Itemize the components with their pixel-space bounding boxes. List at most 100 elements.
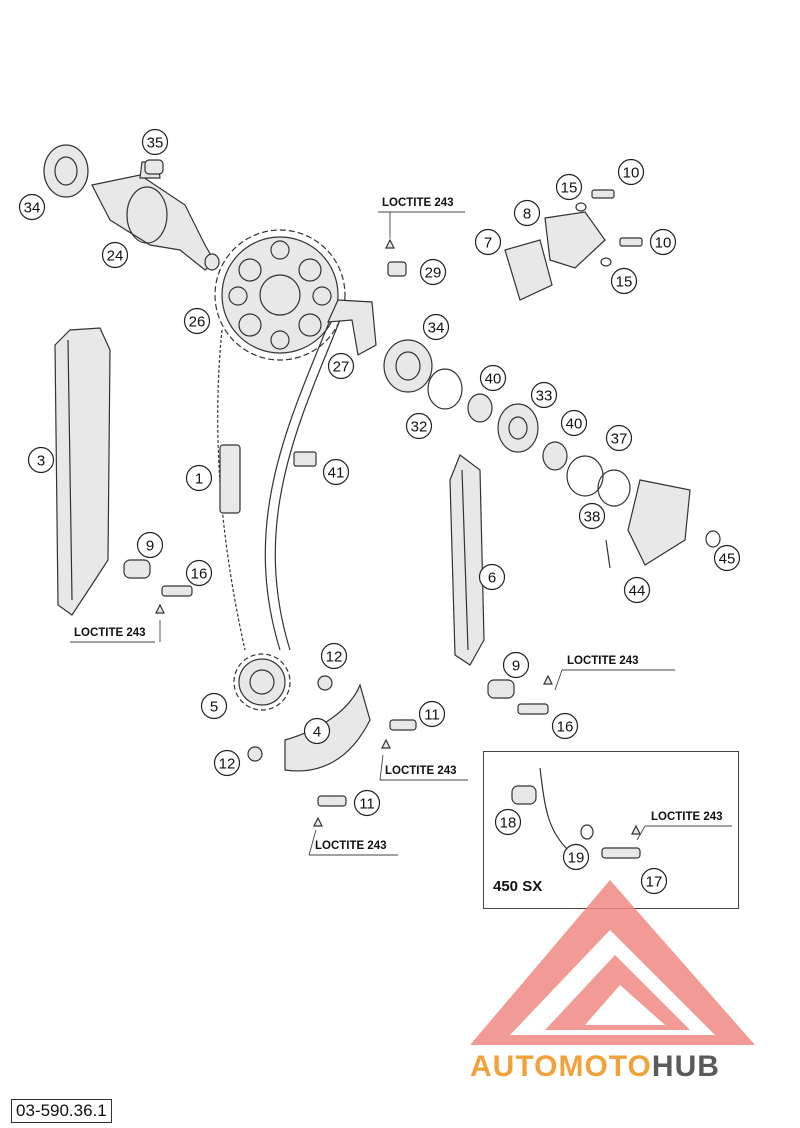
callout-number: 9 (512, 658, 520, 675)
loctite-leader-lines (70, 211, 732, 856)
callout-15: 15 (555, 173, 583, 201)
callout-circle (605, 424, 633, 452)
callout-12: 12 (213, 749, 241, 777)
callout-number: 38 (584, 509, 601, 526)
callout-circle (320, 642, 348, 670)
callout-number: 12 (219, 756, 236, 773)
callout-circle (560, 409, 588, 437)
callout-number: 32 (411, 419, 428, 436)
callout-number: 11 (359, 796, 375, 813)
variant-label: 450 SX (493, 878, 543, 895)
callout-38: 38 (578, 502, 606, 530)
callout-number: 26 (189, 314, 206, 331)
callout-45: 45 (713, 544, 741, 572)
callout-number: 44 (629, 583, 646, 600)
callout-number: 6 (488, 570, 496, 587)
callout-16: 16 (185, 559, 213, 587)
callout-37: 37 (605, 424, 633, 452)
callout-number: 9 (146, 538, 154, 555)
callout-circle (649, 228, 677, 256)
callout-1: 1 (185, 464, 213, 492)
callout-circle (327, 352, 355, 380)
callout-circle (136, 531, 164, 559)
callout-number: 45 (719, 551, 736, 568)
callout-44: 44 (623, 576, 651, 604)
callout-number: 33 (536, 388, 553, 405)
callout-number: 12 (326, 649, 343, 666)
callout-9: 9 (136, 531, 164, 559)
callout-circle (478, 563, 506, 591)
callout-circle (185, 559, 213, 587)
callout-10: 10 (617, 158, 645, 186)
callout-circle (101, 241, 129, 269)
callout-number: 11 (424, 707, 440, 724)
callout-6: 6 (478, 563, 506, 591)
loctite-label: LOCTITE 243 (315, 840, 387, 852)
callout-circle (623, 576, 651, 604)
callout-circle (141, 128, 169, 156)
loctite-label: LOCTITE 243 (567, 655, 639, 667)
callout-number: 34 (24, 200, 41, 217)
callout-circle (551, 712, 579, 740)
callout-number: 4 (313, 724, 321, 741)
callout-number: 35 (147, 135, 164, 152)
callout-29: 29 (419, 258, 447, 286)
watermark-logo (470, 880, 755, 1045)
document-id: 03-590.36.1 (11, 1099, 112, 1123)
callout-5: 5 (200, 692, 228, 720)
callout-9: 9 (502, 651, 530, 679)
camshaft-part (43, 144, 220, 271)
loctite-label: LOCTITE 243 (385, 765, 457, 777)
callout-12: 12 (320, 642, 348, 670)
callout-circle (555, 173, 583, 201)
callout-15: 15 (610, 267, 638, 295)
callout-circle (530, 381, 558, 409)
callout-4: 4 (303, 717, 331, 745)
timing-chain-part (217, 319, 341, 651)
callout-circle (578, 502, 606, 530)
callout-24: 24 (101, 241, 129, 269)
callout-circle (419, 258, 447, 286)
callout-number: 40 (485, 371, 502, 388)
callout-number: 15 (561, 180, 578, 197)
callout-34: 34 (422, 313, 450, 341)
callout-number: 24 (107, 248, 124, 265)
callout-number: 29 (425, 265, 442, 282)
callout-18: 18 (494, 808, 522, 836)
callout-circle (303, 717, 331, 745)
loctite-drops (155, 238, 641, 835)
callout-number: 10 (623, 165, 640, 182)
callout-27: 27 (327, 352, 355, 380)
callout-circle (353, 789, 381, 817)
callout-11: 11 (418, 700, 446, 728)
callout-number: 17 (646, 874, 663, 891)
callout-16: 16 (551, 712, 579, 740)
callout-number: 34 (428, 320, 445, 337)
callout-41: 41 (322, 458, 350, 486)
callout-circle (18, 193, 46, 221)
callout-number: 19 (568, 850, 585, 867)
callout-17: 17 (640, 867, 668, 895)
loctite-label: LOCTITE 243 (382, 197, 454, 209)
callout-circle (27, 446, 55, 474)
callout-circle (200, 692, 228, 720)
callout-number: 10 (655, 235, 672, 252)
callout-circle (713, 544, 741, 572)
callout-number: 15 (616, 274, 633, 291)
callout-number: 5 (210, 699, 218, 716)
tensioner-rail-part (449, 454, 485, 666)
tensioner-assembly (504, 189, 643, 301)
callout-circle (185, 464, 213, 492)
chain-guide-part (54, 327, 111, 616)
callout-19: 19 (562, 843, 590, 871)
callout-32: 32 (405, 412, 433, 440)
callout-circle (513, 199, 541, 227)
watermark-text: AUTOMOTOHUB (470, 1050, 720, 1083)
loctite-label: LOCTITE 243 (74, 627, 146, 639)
loctite-label: LOCTITE 243 (651, 811, 723, 823)
callout-number: 1 (195, 471, 203, 488)
callout-number: 41 (328, 465, 345, 482)
callout-number: 16 (191, 566, 208, 583)
water-pump-parts (383, 339, 721, 569)
